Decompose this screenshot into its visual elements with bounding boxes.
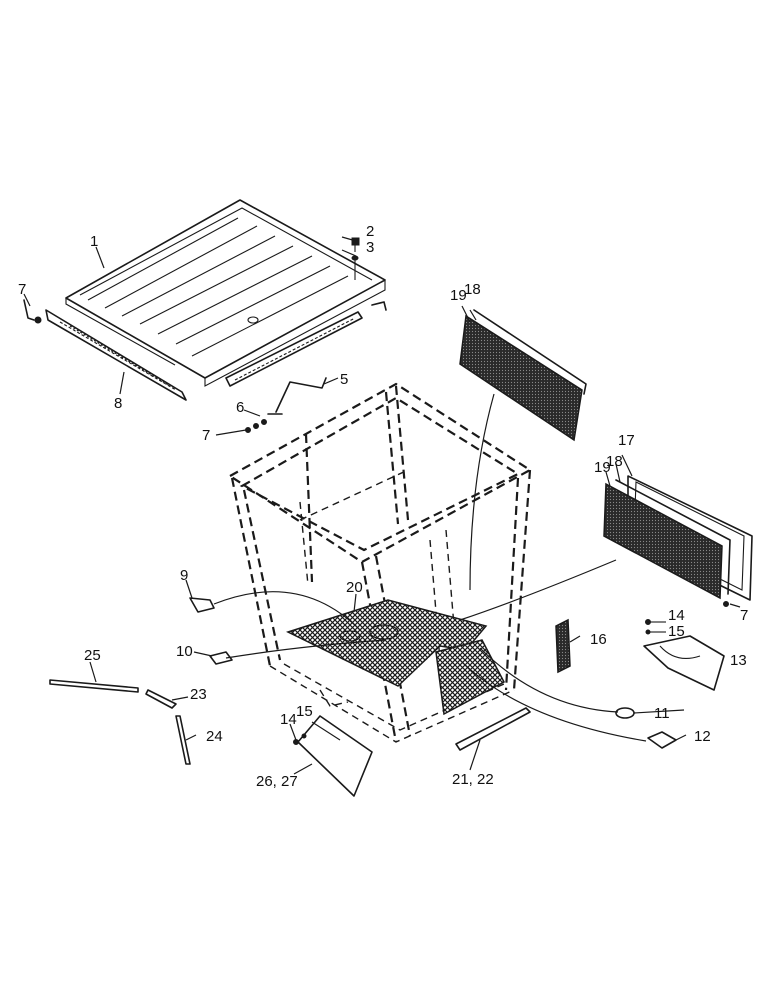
callout-24: 24 <box>206 728 223 745</box>
decal-12 <box>647 731 677 749</box>
callout-18-top: 18 <box>464 281 481 298</box>
callout-12: 12 <box>694 728 711 745</box>
callout-13: 13 <box>730 652 747 669</box>
louvre-strip-left <box>45 309 187 401</box>
callout-25: 25 <box>84 647 101 664</box>
callout-15-left: 15 <box>296 703 313 720</box>
callout-19-side: 19 <box>594 459 611 476</box>
callout-20: 20 <box>346 579 363 596</box>
sill-strip-21-22 <box>455 707 531 751</box>
handle-bracket <box>267 377 327 415</box>
decal-10 <box>209 651 233 665</box>
callout-3: 3 <box>366 239 374 256</box>
floor-mat <box>285 599 506 716</box>
callout-10: 10 <box>176 643 193 660</box>
decal-11 <box>615 707 635 719</box>
roof-washer <box>351 255 359 280</box>
side-window-filter <box>603 479 731 607</box>
callout-21-22: 21, 22 <box>452 771 494 788</box>
callout-19-top: 19 <box>450 287 467 304</box>
callout-15-right: 15 <box>668 623 685 640</box>
callout-26-27: 26, 27 <box>256 773 298 790</box>
callout-9: 9 <box>180 567 188 584</box>
callout-labels: 1 2 3 5 6 7 7 7 8 9 10 11 12 13 14 14 15… <box>18 223 748 790</box>
callout-2: 2 <box>366 223 374 240</box>
rubber-strip-25 <box>49 679 139 693</box>
decal-9 <box>189 597 215 613</box>
callout-11: 11 <box>654 705 670 722</box>
callout-17: 17 <box>618 432 635 449</box>
rear-window-filter <box>459 309 587 442</box>
callout-14-right: 14 <box>668 607 685 624</box>
callout-14-left: 14 <box>280 711 297 728</box>
louvre-strip-rear <box>225 301 387 387</box>
spacer-set <box>245 419 267 433</box>
callout-7-center: 7 <box>202 427 210 444</box>
callout-7-left: 7 <box>18 281 26 298</box>
trim-24 <box>175 715 191 765</box>
step-plate-26-27 <box>297 715 373 797</box>
callout-16: 16 <box>590 631 607 648</box>
callout-5: 5 <box>340 371 348 388</box>
callout-23: 23 <box>190 686 207 703</box>
callout-1: 1 <box>90 233 98 250</box>
callout-6: 6 <box>236 399 244 416</box>
callout-8: 8 <box>114 395 122 412</box>
cover-plate-13 <box>643 635 725 691</box>
callout-18-side: 18 <box>606 453 623 470</box>
leader-lines <box>23 236 741 775</box>
bolt-14 <box>293 619 666 745</box>
callout-7-right: 7 <box>740 607 748 624</box>
roof-bolt <box>351 237 360 252</box>
roof-panel <box>65 199 386 387</box>
filter-cartridge-16 <box>555 618 571 674</box>
trim-23 <box>145 689 177 709</box>
screw-left <box>23 299 42 324</box>
